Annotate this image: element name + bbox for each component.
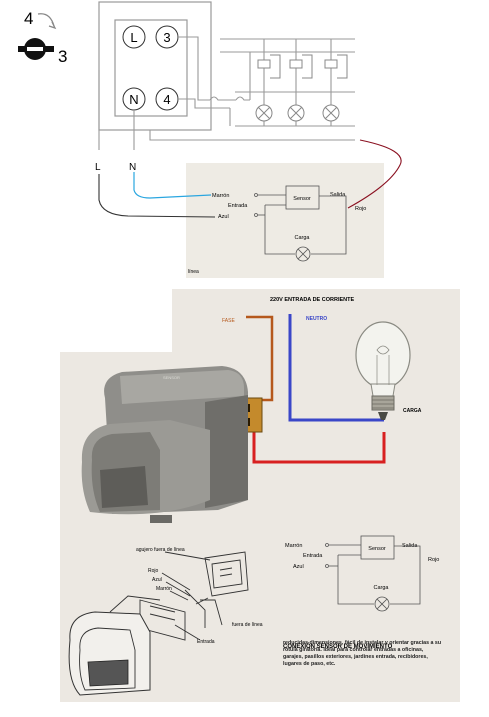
switch-num-bottom: 3 — [58, 47, 67, 66]
black-wire-top — [98, 174, 216, 218]
caption-heading: CONEXIÓN SENSOR DE MOVIMIENTO — [283, 642, 393, 650]
photo-neutro: NEUTRO — [306, 316, 327, 322]
bottom-panel: agujero fuera de línea Rojo Azul Marrón … — [60, 532, 460, 702]
install-sketch: agujero fuera de línea Rojo Azul Marrón … — [68, 547, 263, 696]
fase-wire — [246, 315, 274, 402]
sct-marron: Marrón — [212, 193, 229, 199]
ins-azul: Azul — [152, 577, 162, 583]
photo-fase: FASE — [222, 318, 235, 324]
sct-linea: línea — [188, 269, 199, 275]
ins-entrada: Entrada — [197, 639, 215, 645]
scb-marron: Marrón — [285, 543, 302, 549]
motion-sensor-photo: SENSOR — [81, 366, 249, 523]
sensor-card-bottom: Marrón Entrada Azul Sensor Salida Rojo C… — [285, 535, 439, 612]
sct-carga: Carga — [295, 235, 311, 241]
panel-lamps — [255, 104, 340, 122]
wire-label-N: N — [129, 162, 136, 173]
photo-panel: 220V ENTRADA DE CORRIENTE FASE NEUTRO CA… — [60, 289, 460, 532]
ins-fuera: fuera de línea — [232, 622, 263, 628]
blue-wire-top — [133, 172, 212, 199]
scb-azul: Azul — [293, 564, 304, 570]
sct-azul: Azul — [218, 214, 229, 220]
switch-num-top: 4 — [24, 9, 33, 28]
sct-entrada: Entrada — [228, 203, 248, 209]
switch-symbol: 4 3 — [18, 9, 67, 66]
scb-rojo: Rojo — [428, 557, 439, 563]
sensor-brand: SENSOR — [163, 375, 180, 380]
photo-header: 220V ENTRADA DE CORRIENTE — [270, 297, 354, 303]
sct-sensor: Sensor — [293, 196, 311, 202]
ins-rojo: Rojo — [148, 568, 159, 574]
caption-body: reducidas dimensiones, fácil de instalar… — [283, 640, 442, 667]
switch-arc — [37, 13, 55, 27]
terminal-N: N — [129, 92, 138, 107]
scb-carga: Carga — [374, 585, 390, 591]
switch-slot — [27, 47, 43, 51]
rojo-wire — [252, 430, 386, 464]
dark-red-wire-top — [347, 139, 402, 209]
terminal-L: L — [130, 30, 137, 45]
photo-carga: CARGA — [403, 408, 422, 414]
bulb-icon — [355, 321, 411, 420]
panel-switches — [257, 54, 348, 79]
scb-sensor: Sensor — [368, 546, 386, 552]
ins-agujero: agujero fuera de línea — [136, 547, 185, 553]
sct-salida: Salida — [330, 192, 346, 198]
sct-rojo: Rojo — [355, 206, 366, 212]
switch-box: L 3 N 4 — [98, 1, 212, 131]
sensor-card-top: Marrón Entrada Azul Sensor Salida Rojo C… — [186, 163, 384, 278]
scb-entrada: Entrada — [303, 553, 323, 559]
wire-label-L: L — [95, 162, 101, 173]
terminal-4: 4 — [163, 92, 170, 107]
neutro-wire — [288, 314, 384, 422]
terminal-3: 3 — [163, 30, 170, 45]
ins-marron: Marrón — [156, 586, 172, 592]
switch-arrow — [48, 21, 57, 30]
